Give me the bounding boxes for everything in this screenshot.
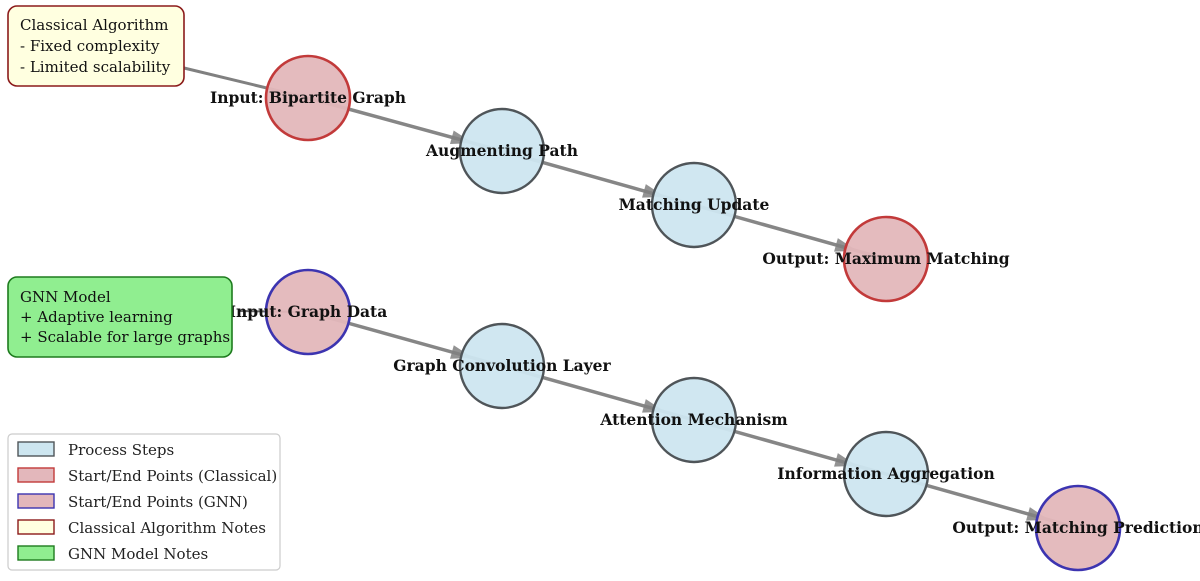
legend-label-gnn-notes: GNN Model Notes — [68, 545, 208, 563]
classical-note-title: Classical Algorithm — [20, 16, 168, 34]
gnn-node-process — [458, 322, 546, 410]
classical-note: Classical Algorithm - Fixed complexity -… — [7, 5, 185, 87]
gnn-note-line-1: + Adaptive learning — [20, 308, 173, 326]
legend-swatch-gnn-notes — [17, 545, 55, 561]
gnn-node-label: Attention Mechanism — [599, 410, 788, 429]
classical-node-process — [458, 107, 546, 195]
legend-swatch-classical-notes — [17, 519, 55, 535]
gnn-note-line-2: + Scalable for large graphs — [20, 328, 230, 346]
legend-label-start-end-classical: Start/End Points (Classical) — [68, 467, 277, 485]
gnn-node-start-end — [1034, 484, 1122, 572]
gnn-node-label: Information Aggregation — [777, 464, 994, 483]
legend-label-process: Process Steps — [68, 441, 174, 459]
legend-label-start-end-gnn: Start/End Points (GNN) — [68, 493, 248, 511]
classical-node-label: Augmenting Path — [425, 141, 578, 160]
classical-note-line-2: - Limited scalability — [20, 58, 171, 76]
classical-note-line-1: - Fixed complexity — [20, 37, 160, 55]
legend-swatch-start-end-classical — [17, 467, 55, 483]
classical-node-label: Output: Maximum Matching — [762, 249, 1009, 268]
classical-node-process — [650, 161, 738, 249]
gnn-node-process — [650, 376, 738, 464]
classical-node-label: Matching Update — [619, 195, 770, 214]
gnn-node-start-end — [264, 268, 352, 356]
legend: Process Steps Start/End Points (Classica… — [7, 433, 281, 571]
gnn-node-label: Input: Graph Data — [229, 302, 388, 321]
legend-label-classical-notes: Classical Algorithm Notes — [68, 519, 266, 537]
classical-node-label: Input: Bipartite Graph — [210, 88, 406, 107]
gnn-node-process — [842, 430, 930, 518]
legend-frame — [7, 433, 281, 571]
gnn-note: GNN Model + Adaptive learning + Scalable… — [7, 276, 233, 358]
classical-node-start-end — [842, 215, 930, 303]
legend-swatch-start-end-gnn — [17, 493, 55, 509]
legend-swatch-process — [17, 441, 55, 457]
gnn-node-label: Output: Matching Prediction — [952, 518, 1200, 537]
classical-node-start-end — [264, 54, 352, 142]
gnn-note-title: GNN Model — [20, 288, 111, 306]
gnn-node-label: Graph Convolution Layer — [393, 356, 611, 375]
nodes-layer — [264, 54, 1122, 572]
